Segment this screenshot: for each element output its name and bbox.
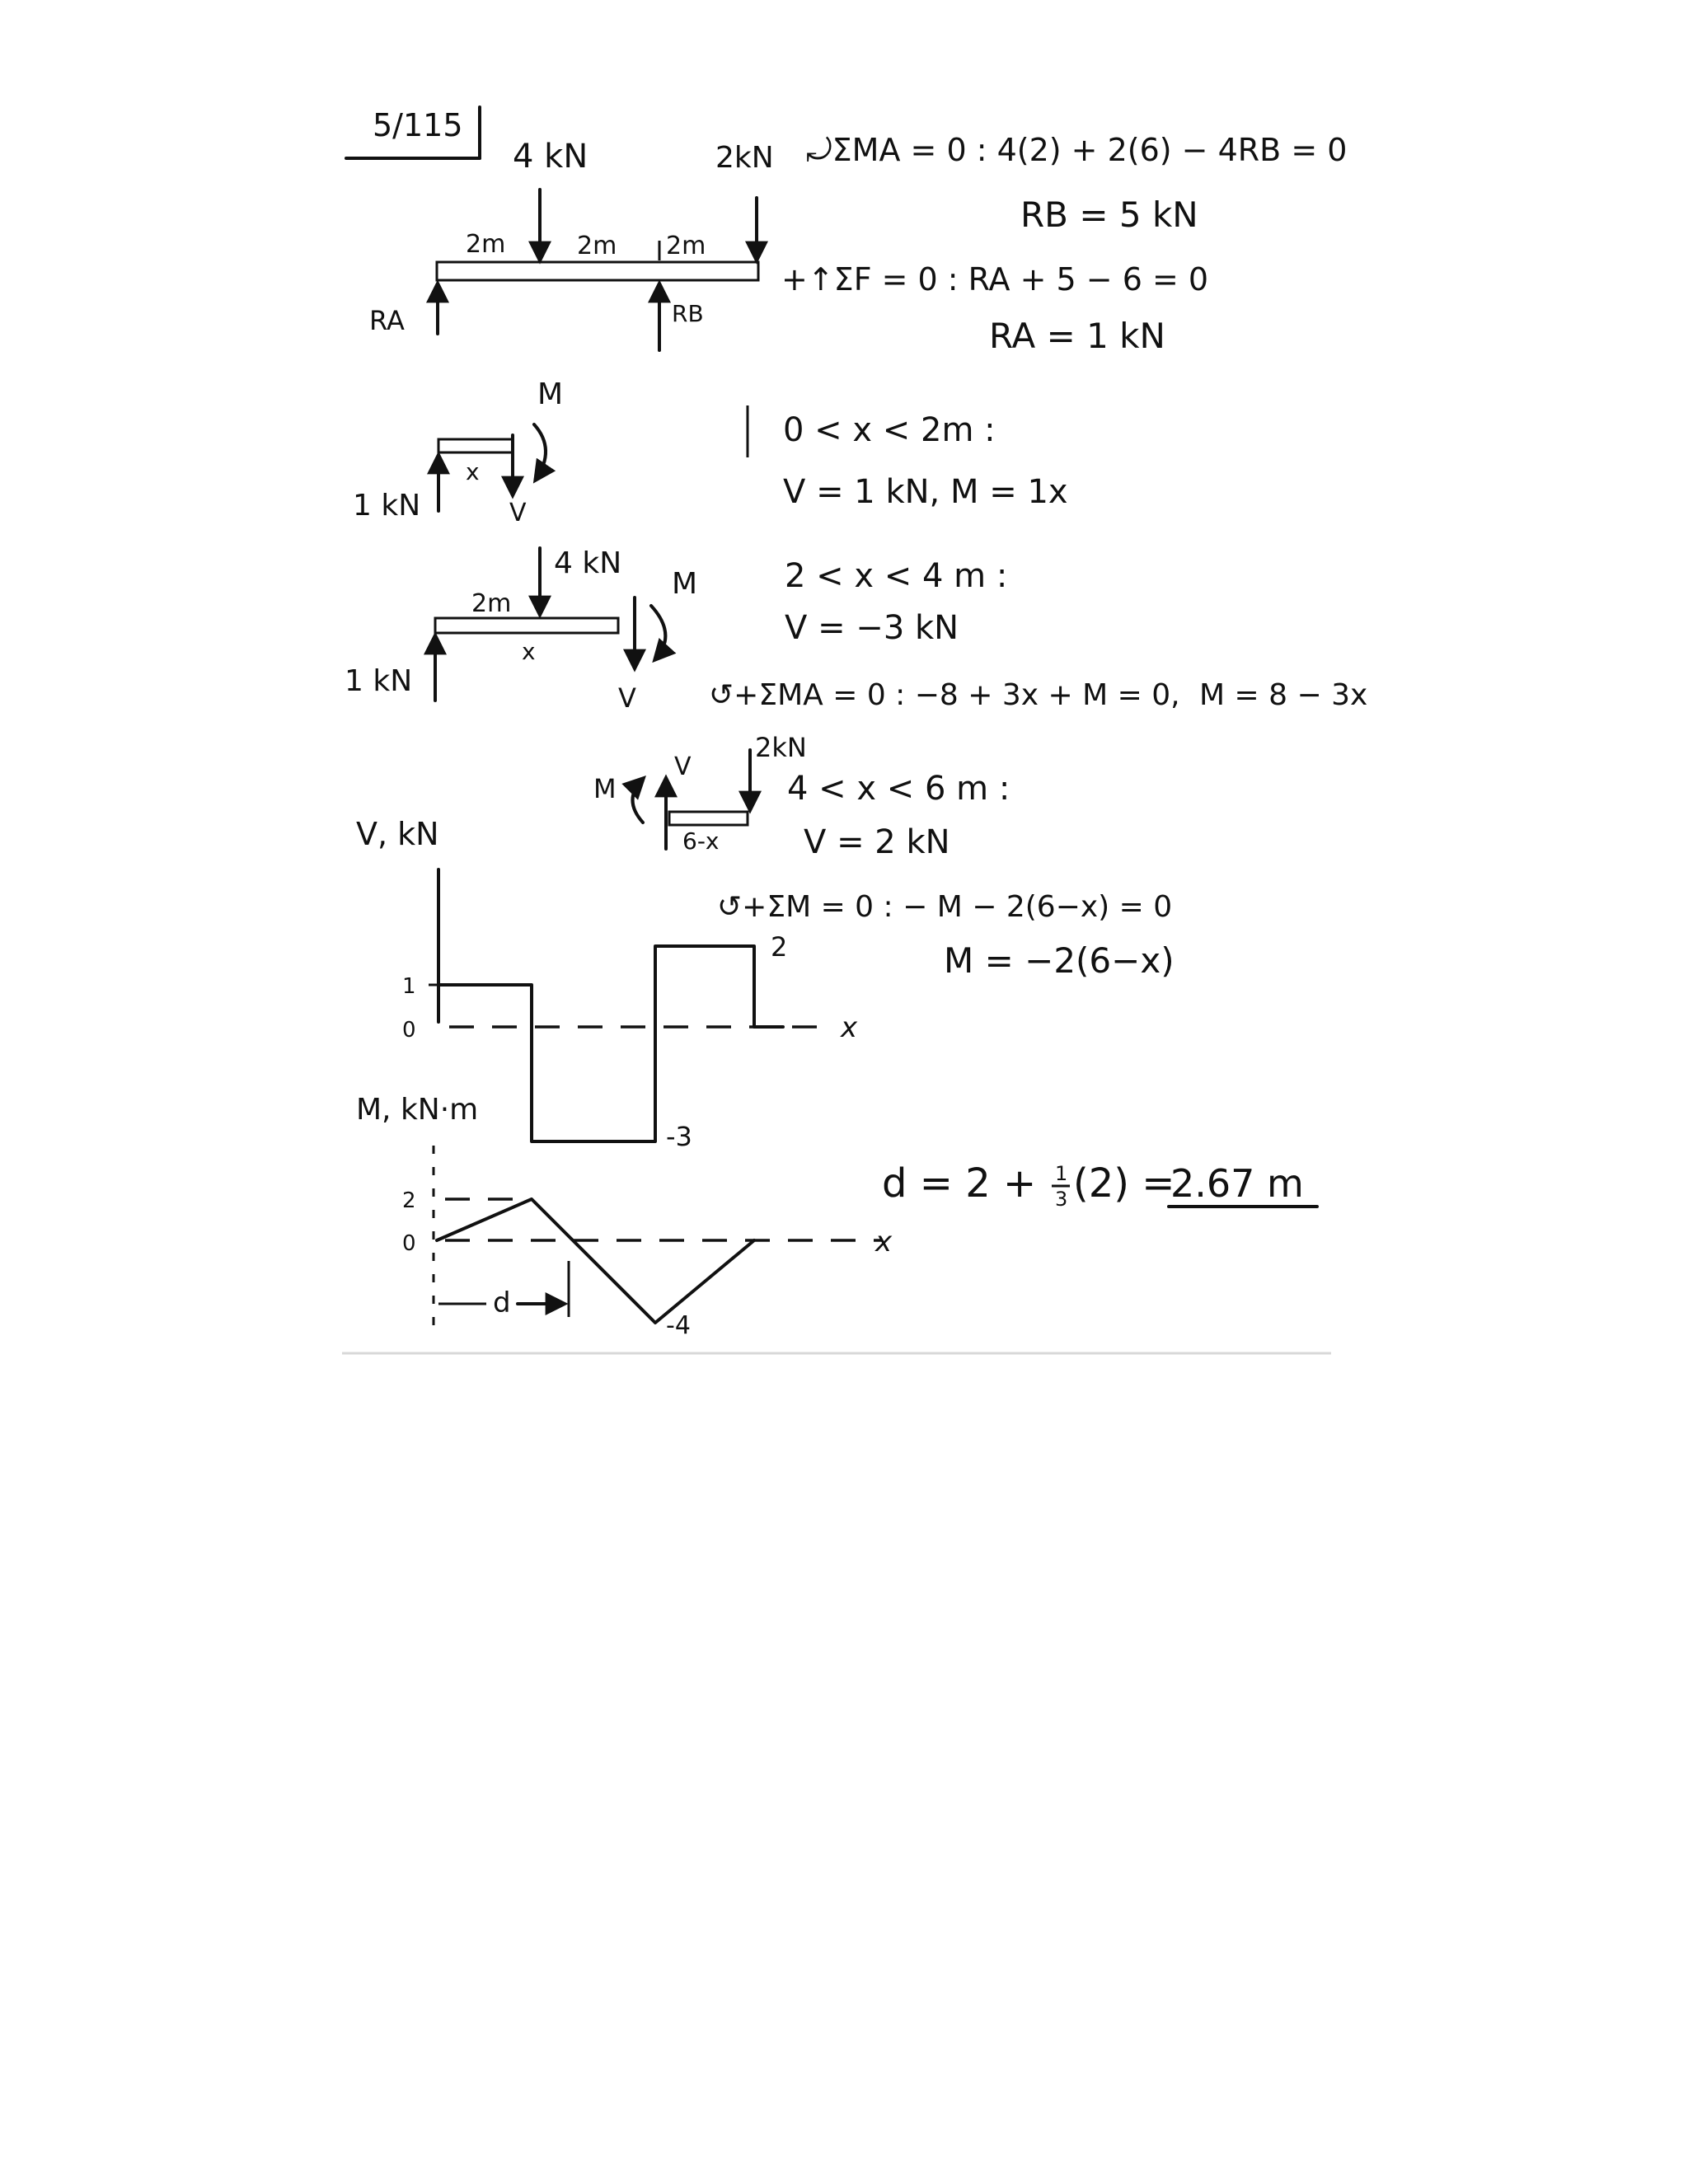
- load-2kn-label: 2kN: [715, 141, 774, 175]
- shear-diagram: V, kN 1 0 2 -3 x: [356, 816, 858, 1152]
- moment-tick-2: 2: [402, 1188, 416, 1213]
- moment-axis-title: M, kN·m: [356, 1093, 478, 1127]
- shear-min-label: -3: [666, 1121, 692, 1152]
- beam: [435, 260, 760, 282]
- shear-x-label: x: [840, 1011, 858, 1044]
- moment-diagram: M, kN·m 2 0 -4 x d: [356, 1093, 893, 1340]
- section-1-moment-label: M: [537, 377, 563, 411]
- problem-number: 5/115: [373, 107, 463, 143]
- section-2-x-label: x: [522, 638, 536, 665]
- shear-tick-1: 1: [402, 974, 416, 999]
- span-2-label: 2m: [577, 232, 617, 260]
- section-3-moment-label: M: [593, 773, 617, 804]
- section-2-force-label: 1 kN: [345, 664, 412, 698]
- answer-prefix: d = 2 +: [882, 1160, 1036, 1207]
- force-equation: +↑ΣF = 0 : RA + 5 − 6 = 0: [781, 261, 1208, 298]
- answer-mid: (2) =: [1073, 1160, 1175, 1207]
- shear-max-label: 2: [771, 931, 787, 963]
- section-3-fbd: 2kN V M 6-x: [593, 732, 807, 855]
- moment-d-label: d: [493, 1286, 511, 1319]
- section-2-shear: V = −3 kN: [785, 609, 959, 647]
- section-2-moment-label: M: [672, 567, 697, 601]
- section-2-moment-eq: ↺+ΣMA = 0 : −8 + 3x + M = 0,: [709, 678, 1180, 712]
- section-3-load-label: 2kN: [755, 732, 807, 763]
- moment-tick-0: 0: [402, 1231, 416, 1256]
- shear-curve: [437, 944, 785, 1143]
- section-1-x-label: x: [466, 458, 480, 485]
- shear-tick-0: 0: [402, 1018, 416, 1043]
- final-answer: d = 2 + 1 3 (2) = 2.67 m: [882, 1160, 1319, 1211]
- section-3-shear-label: V: [674, 752, 692, 781]
- section-1-shear-label: V: [509, 499, 527, 527]
- section-2-dist-label: 2m: [471, 589, 511, 618]
- answer-value: 2.67 m: [1170, 1161, 1304, 1206]
- moment-x-label: x: [874, 1226, 893, 1258]
- section-2-fbd: 4 kN 2m M x 1 kN V: [345, 546, 697, 714]
- section-2-range: 2 < x < 4 m :: [785, 557, 1007, 595]
- load-4kn-label: 4 kN: [513, 138, 588, 176]
- moment-curve: [435, 1197, 756, 1324]
- reaction-b-label: RB: [672, 300, 704, 327]
- section-2-shear-label: V: [618, 682, 636, 714]
- ra-result: RA = 1 kN: [989, 316, 1165, 356]
- reaction-a-label: RA: [369, 305, 405, 336]
- section-1-result: V = 1 kN, M = 1x: [783, 473, 1068, 511]
- rb-result: RB = 5 kN: [1020, 194, 1198, 235]
- shear-axis-title: V, kN: [356, 816, 439, 852]
- section-1-force-label: 1 kN: [353, 489, 420, 523]
- problem-number-box: 5/115: [345, 105, 481, 160]
- section-3-moment-result: M = −2(6−x): [944, 940, 1175, 981]
- span-3-label: 2m: [666, 232, 706, 260]
- answer-fraction-denominator: 3: [1055, 1188, 1067, 1211]
- section-3-moment-eq: ↺+ΣM = 0 : − M − 2(6−x) = 0: [717, 890, 1172, 924]
- section-1-fbd: M x 1 kN V: [353, 377, 563, 527]
- moment-min-label: -4: [666, 1311, 691, 1340]
- beam-fbd: 4 kN 2kN 2m 2m 2m RA RB: [369, 138, 774, 352]
- section-3-range: 4 < x < 6 m :: [787, 770, 1010, 808]
- answer-fraction-numerator: 1: [1055, 1162, 1067, 1185]
- section-2-load-label: 4 kN: [554, 546, 621, 580]
- span-1-label: 2m: [466, 230, 505, 259]
- moment-equation: ⤾ΣMA = 0 : 4(2) + 2(6) − 4RB = 0: [806, 132, 1347, 168]
- section-1-range: 0 < x < 2m :: [783, 411, 996, 449]
- section-3-length-label: 6-x: [682, 827, 720, 855]
- section-3-shear: V = 2 kN: [804, 823, 950, 861]
- equilibrium-equations: ⤾ΣMA = 0 : 4(2) + 2(6) − 4RB = 0 RB = 5 …: [781, 132, 1347, 356]
- section-2-moment-result: M = 8 − 3x: [1199, 678, 1367, 712]
